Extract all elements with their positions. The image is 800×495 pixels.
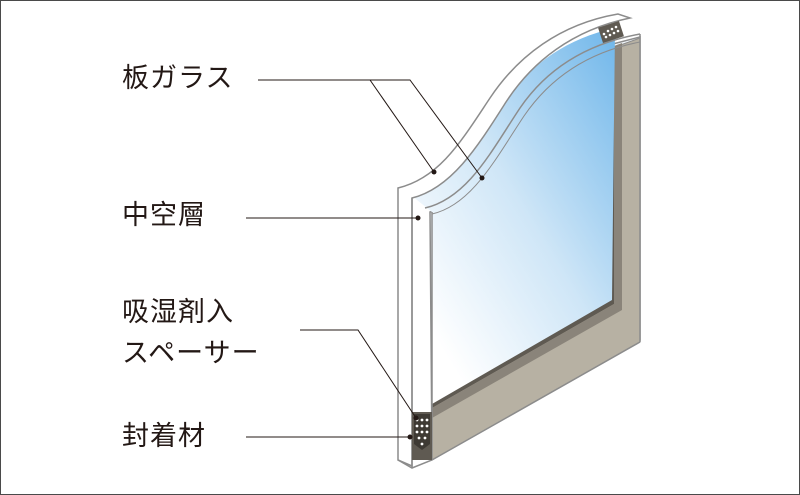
label-spacer-line1: 吸湿剤入 xyxy=(122,297,234,328)
bottom-desiccant-dots xyxy=(415,418,429,446)
top-desiccant-dots xyxy=(602,25,620,39)
leader-lines xyxy=(246,79,483,438)
label-spacer-line2: スペーサー xyxy=(122,338,260,369)
rear-glass-top-edge-2 xyxy=(431,41,641,215)
label-sealant: 封着材 xyxy=(122,421,206,452)
top-section-spacer xyxy=(598,20,624,44)
front-glass-pane xyxy=(412,28,615,404)
leader-spacer xyxy=(300,329,417,419)
leader-glass-rear xyxy=(370,79,483,179)
bottom-edge xyxy=(397,341,641,469)
label-glass-pane: 板ガラス xyxy=(122,63,234,94)
leader-glass-front xyxy=(258,79,435,173)
leader-dots xyxy=(407,169,485,440)
front-glass-edge xyxy=(397,13,633,468)
rear-glass-top-edge xyxy=(424,33,641,209)
label-air-layer: 中空層 xyxy=(122,200,206,231)
